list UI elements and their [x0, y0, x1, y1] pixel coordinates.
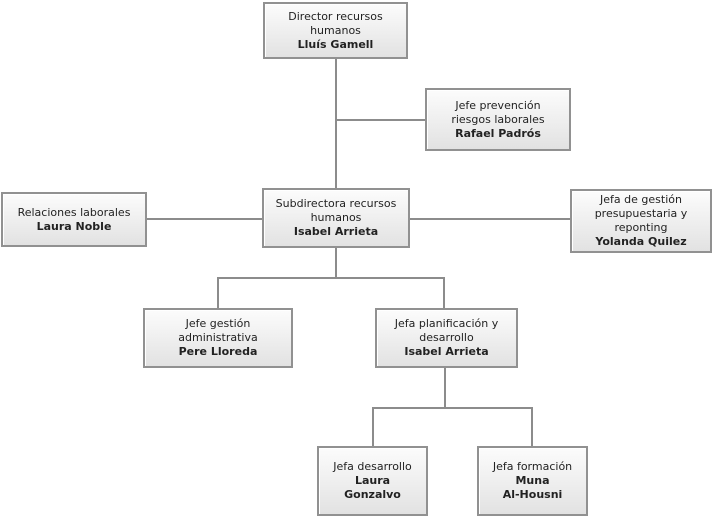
node-name: Lluís Gamell [297, 37, 374, 51]
connector-drop-administrativa [217, 279, 219, 308]
org-node-prevencion-riesgos[interactable]: Jefe prevención riesgos laborales Rafael… [425, 88, 571, 151]
connector-relaciones-subdirectora [147, 218, 262, 220]
connector-drop-formacion [531, 409, 533, 446]
org-node-relaciones-laborales[interactable]: Relaciones laborales Laura Noble [1, 192, 147, 247]
org-node-subdirectora[interactable]: Subdirectora recursos humanos Isabel Arr… [262, 188, 410, 248]
node-role: Jefa planificación y desarrollo [394, 317, 499, 344]
node-role: Subdirectora recursos humanos [275, 197, 397, 224]
node-name: Isabel Arrieta [293, 225, 379, 238]
org-node-planificacion-desarrollo[interactable]: Jefa planificación y desarrollo Isabel A… [375, 308, 518, 368]
org-node-gestion-administrativa[interactable]: Jefe gestión administrativa Pere Lloreda [143, 308, 293, 368]
node-name: Rafael Padrós [455, 126, 541, 140]
org-node-desarrollo[interactable]: Jefa desarrollo Laura Gonzalvo [317, 446, 428, 516]
connector-subdirectora-presupuestaria [410, 218, 570, 220]
connector-mid-horizontal [217, 277, 445, 279]
org-node-gestion-presupuestaria[interactable]: Jefa de gestión presupuestaria y reponti… [570, 189, 712, 253]
node-name: Muna Al-Housni [502, 474, 563, 501]
node-role: Jefe prevención riesgos laborales [451, 98, 545, 126]
connector-branch-prevencion [336, 119, 425, 121]
node-name: Laura Noble [36, 219, 112, 233]
node-role: Jefe gestión administrativa [178, 317, 258, 344]
connector-low-horizontal [372, 407, 533, 409]
node-role: Jefa de gestión presupuestaria y reponti… [594, 193, 688, 234]
node-role: Jefa desarrollo [333, 460, 412, 473]
node-role: Relaciones laborales [17, 205, 131, 219]
node-name: Laura Gonzalvo [344, 474, 401, 501]
org-node-formacion[interactable]: Jefa formación Muna Al-Housni [477, 446, 588, 516]
node-role: Jefa formación [492, 460, 573, 473]
org-node-director[interactable]: Director recursos humanos Lluís Gamell [263, 2, 408, 59]
connector-drop-planificacion [443, 279, 445, 308]
node-role: Director recursos humanos [288, 9, 383, 37]
connector-director-subdirectora [335, 59, 337, 188]
node-name: Isabel Arrieta [404, 345, 489, 358]
connector-drop-desarrollo [372, 409, 374, 446]
connector-planificacion-down [444, 368, 446, 407]
connector-subdirectora-down [335, 248, 337, 279]
node-name: Yolanda Quilez [595, 235, 687, 248]
node-name: Pere Lloreda [178, 345, 258, 358]
